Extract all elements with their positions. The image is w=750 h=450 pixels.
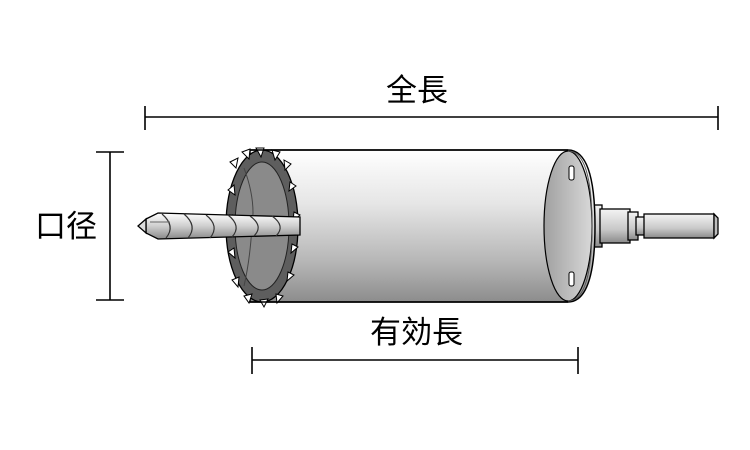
effective-length-dimension <box>251 347 579 374</box>
diameter-dimension <box>96 151 124 301</box>
effective-length-label: 有効長 <box>370 315 463 351</box>
center-drill-bit <box>137 212 301 240</box>
core-cylinder <box>249 149 596 303</box>
diameter-label: 口径 <box>35 209 97 245</box>
total-length-dimension <box>144 106 719 130</box>
shank <box>587 204 719 248</box>
total-length-label: 全長 <box>386 73 448 109</box>
body-outline <box>250 149 568 303</box>
